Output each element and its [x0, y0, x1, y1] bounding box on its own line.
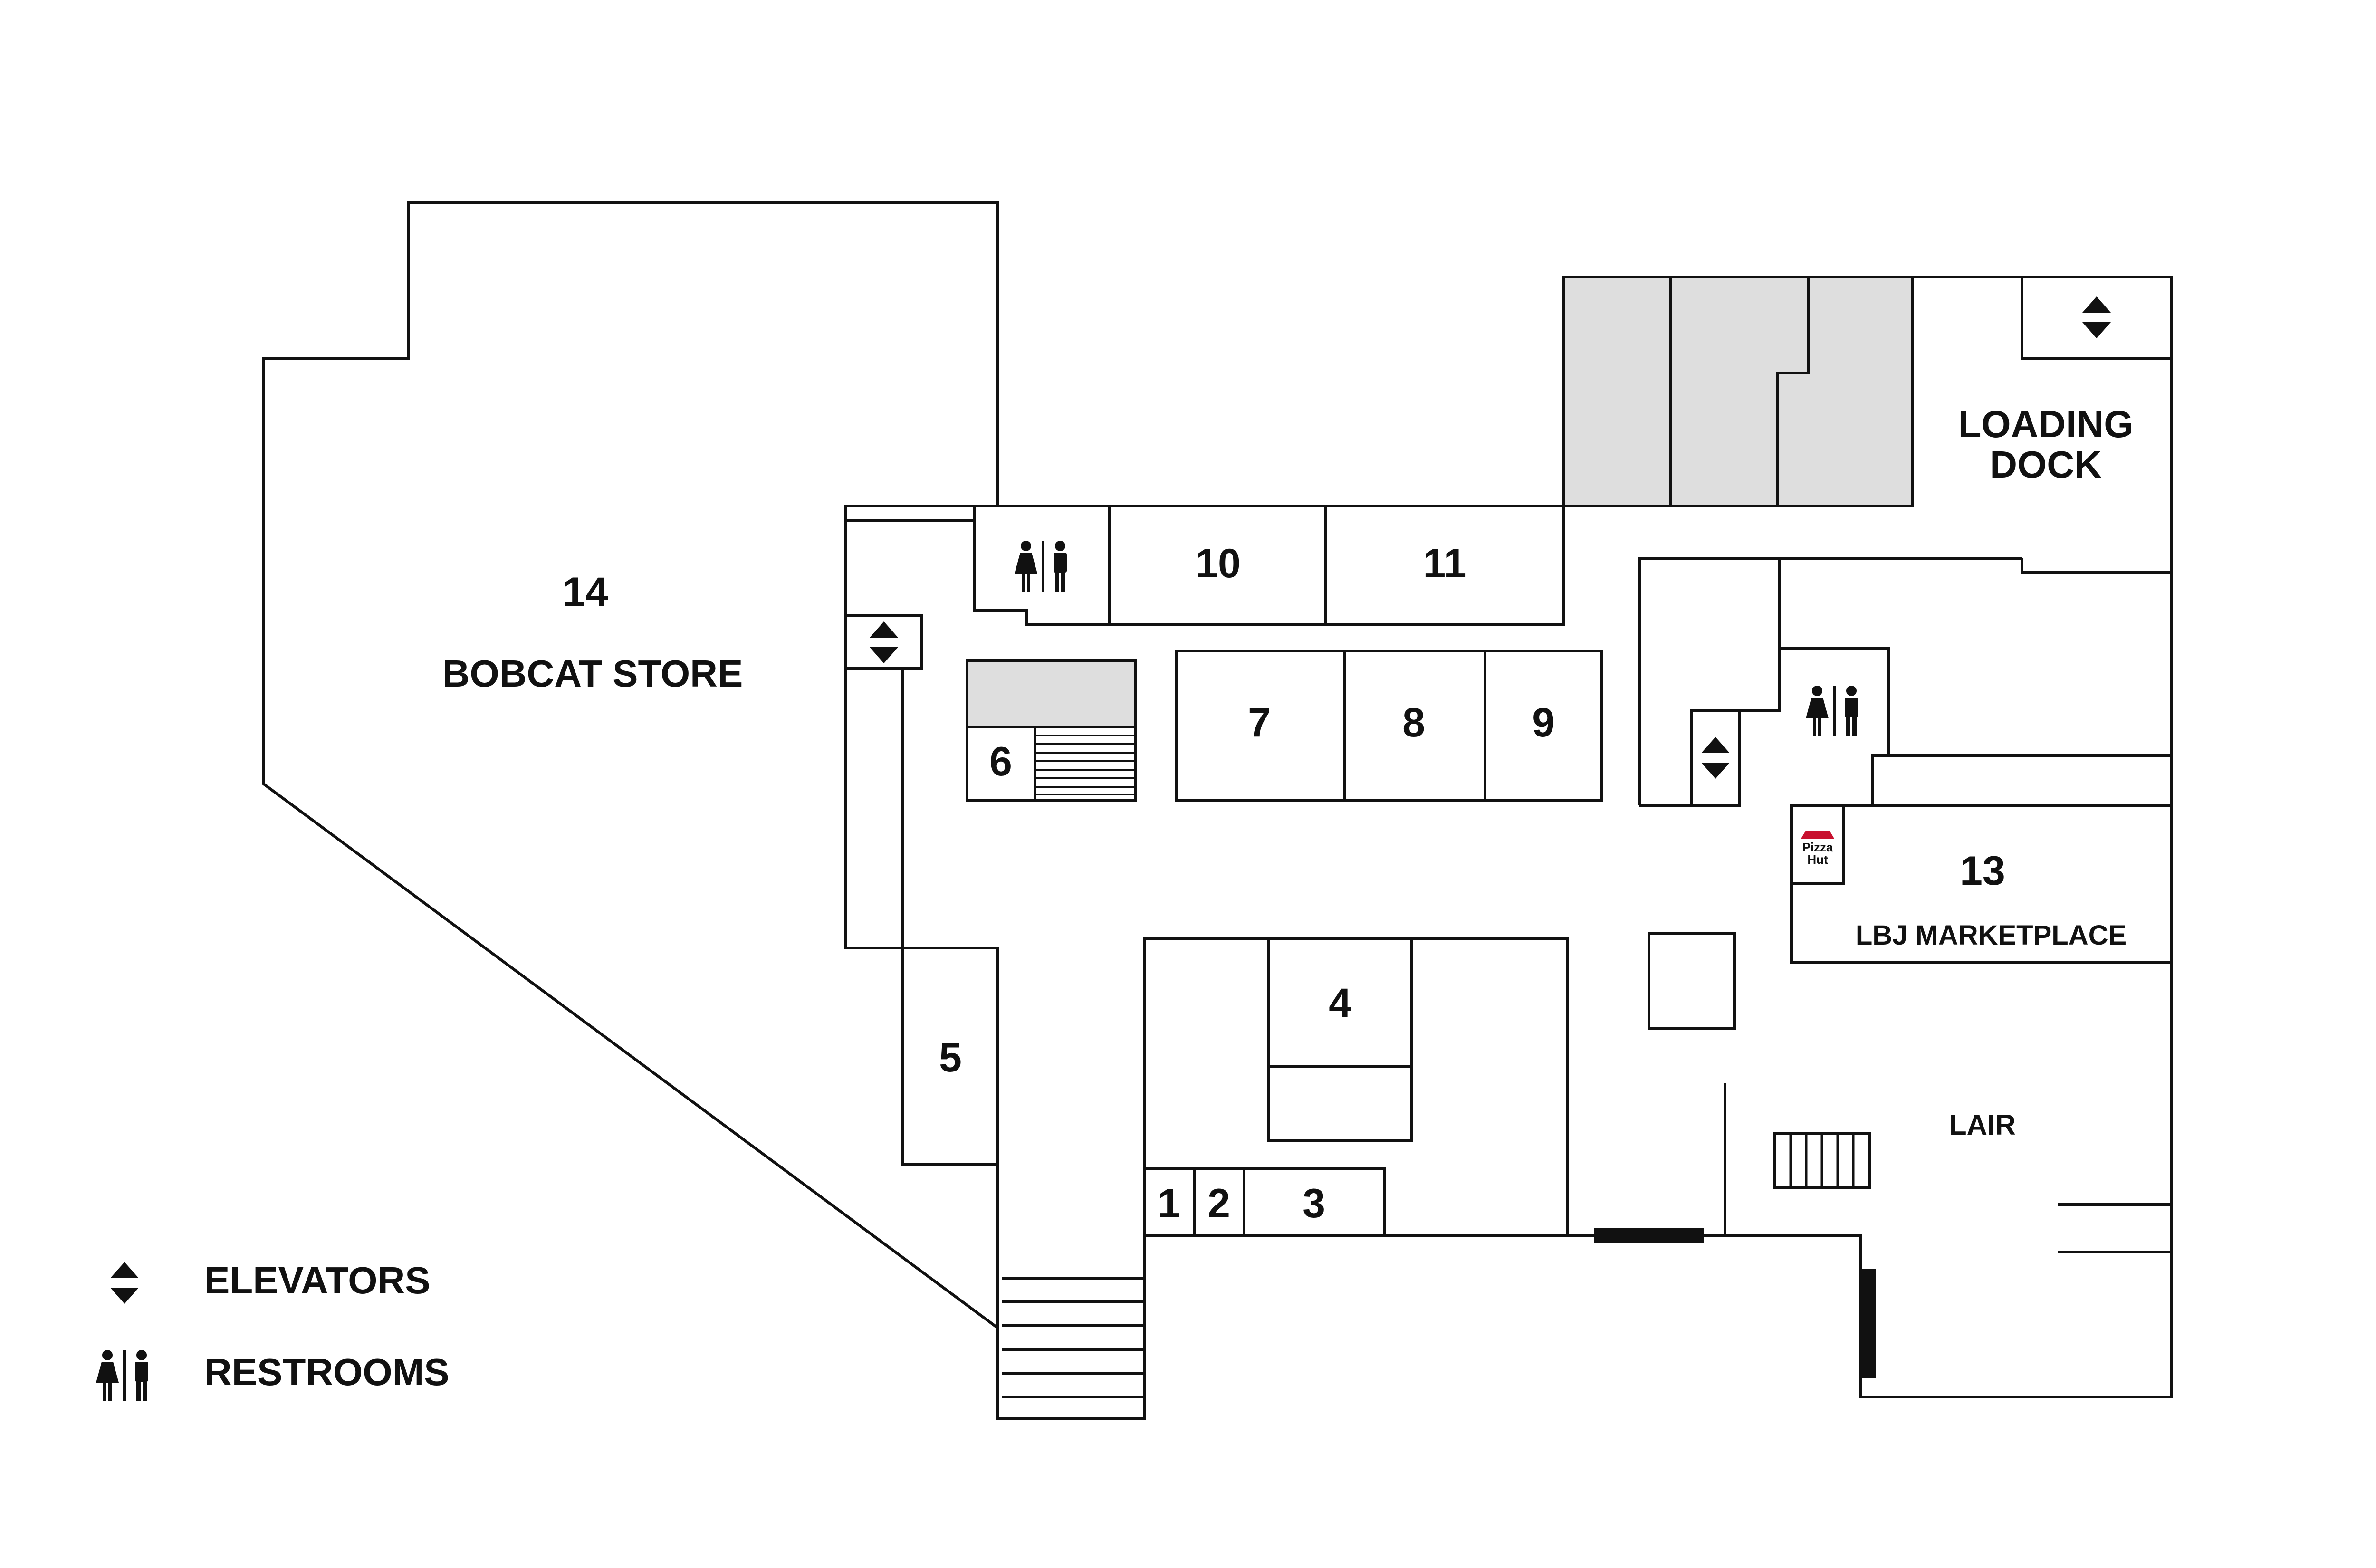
door-east — [1860, 1269, 1876, 1378]
room-3-label: 3 — [1303, 1181, 1325, 1226]
loading-dock-label: DOCK — [1990, 443, 2102, 486]
room-4-annex — [1267, 1065, 1413, 1142]
room-2-label: 2 — [1207, 1181, 1230, 1226]
door-south — [1594, 1228, 1704, 1243]
room-13-name: LBJ MARKETPLACE — [1856, 920, 2127, 951]
room-10-label: 10 — [1195, 541, 1241, 586]
room-8 — [1343, 650, 1486, 802]
lair-label: LAIR — [1949, 1109, 2016, 1141]
room-14-name: BOBCAT STORE — [442, 652, 743, 695]
legend-restrooms-label: RESTROOMS — [204, 1351, 450, 1393]
room-6 — [966, 726, 1036, 802]
room-11-label: 11 — [1423, 541, 1466, 586]
loading-dock-label: LOADING — [1958, 403, 2134, 445]
stairs-west-treads — [1035, 735, 1136, 795]
room-5-label: 5 — [939, 1035, 962, 1080]
room-11 — [1324, 505, 1565, 626]
room-6-label: 6 — [989, 739, 1012, 784]
stairs-lair-treads — [1789, 1133, 1855, 1188]
pizza-hut-box — [1790, 804, 1845, 885]
legend-elevators-label: ELEVATORS — [204, 1259, 431, 1301]
elevator-icon — [110, 1262, 139, 1304]
bobcat-store-outline — [262, 201, 999, 1331]
svg-text:Pizza: Pizza — [1802, 840, 1833, 854]
elevator-box-loading — [2021, 276, 2173, 360]
restroom-icon — [1015, 541, 1067, 592]
room-2 — [1193, 1167, 1245, 1237]
kiosk-box — [1648, 932, 1736, 1030]
room-9-label: 9 — [1532, 700, 1555, 746]
room-5 — [901, 947, 999, 1166]
stair-gray-top — [966, 659, 1137, 728]
svg-text:Hut: Hut — [1807, 852, 1828, 867]
restroom-icon — [96, 1350, 148, 1401]
pizza-hut-logo: Pizza Hut — [1801, 831, 1834, 867]
room-4 — [1267, 937, 1413, 1068]
elevator-box-east — [1690, 709, 1741, 807]
restroom-icon — [1806, 686, 1858, 736]
room-3 — [1243, 1167, 1386, 1237]
east-interior-walls — [1638, 557, 2172, 807]
service-room-1 — [1562, 276, 1672, 507]
room-14-number: 14 — [563, 569, 608, 615]
room-13 — [1790, 804, 2173, 964]
room-4-label: 4 — [1329, 980, 1351, 1026]
service-room-3 — [1776, 276, 1914, 507]
room-7-label: 7 — [1248, 700, 1271, 746]
room-1-label: 1 — [1158, 1181, 1180, 1226]
stairs-west — [1034, 726, 1137, 802]
room-1 — [1143, 1167, 1196, 1237]
room-9 — [1484, 650, 1603, 802]
legend: ELEVATORS RESTROOMS — [96, 1259, 450, 1401]
room-10 — [1108, 505, 1327, 626]
stairs-south — [1002, 1277, 1144, 1398]
room-8-label: 8 — [1402, 700, 1425, 746]
room-13-number: 13 — [1960, 848, 2005, 894]
